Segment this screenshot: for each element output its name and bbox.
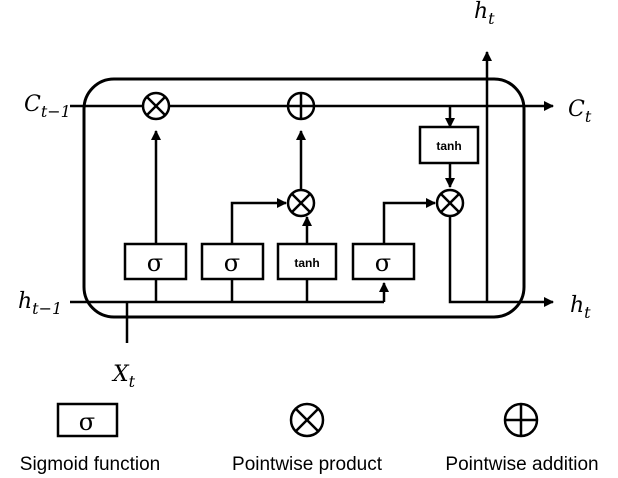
output-to-ht bbox=[448, 217, 554, 307]
input-gate-box bbox=[200, 242, 265, 281]
output-gate-label: σ bbox=[375, 249, 391, 277]
xt-label: Xt bbox=[111, 362, 136, 391]
output-multiply-op bbox=[435, 188, 465, 218]
c-t-label: Ct bbox=[568, 97, 592, 126]
forget-multiply-op bbox=[141, 91, 171, 121]
legend-sigmoid-box bbox=[56, 402, 119, 438]
cell-add-op bbox=[286, 91, 316, 121]
h-t-right-label: ht bbox=[570, 293, 591, 322]
output-gate-box bbox=[351, 242, 416, 281]
legend-sigmoid-symbol: σ bbox=[79, 408, 95, 436]
legend-sigmoid-label: Sigmoid function bbox=[20, 454, 160, 475]
input-gate-out bbox=[230, 198, 287, 244]
cell-tanh-box bbox=[418, 125, 480, 165]
legend-addition-label: Pointwise addition bbox=[445, 454, 598, 475]
forget-gate-label: σ bbox=[147, 249, 163, 277]
c-prev-label: Ct−1 bbox=[24, 92, 71, 121]
output-gate-out bbox=[382, 198, 436, 244]
candidate-gate-box bbox=[276, 242, 338, 281]
legend-product-icon bbox=[289, 402, 325, 438]
h-prev-label: ht−1 bbox=[18, 289, 62, 318]
h-t-top-label: ht bbox=[474, 0, 495, 28]
forget-gate-box bbox=[123, 242, 188, 281]
input-multiply-op bbox=[286, 188, 316, 218]
candidate-gate-label: tanh bbox=[294, 256, 319, 270]
legend-addition-icon bbox=[503, 402, 539, 438]
legend: σ Sigmoid function Pointwise product Poi… bbox=[20, 402, 599, 475]
cell-tanh-label: tanh bbox=[436, 139, 461, 153]
input-gate-label: σ bbox=[224, 249, 240, 277]
legend-product-label: Pointwise product bbox=[232, 454, 383, 475]
lstm-cell-boundary bbox=[82, 77, 526, 319]
